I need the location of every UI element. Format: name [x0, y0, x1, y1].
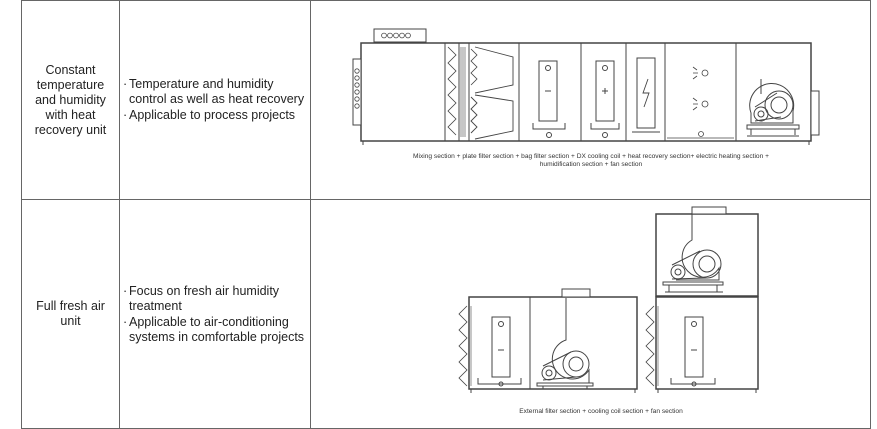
- fan-icon: [746, 79, 800, 137]
- cooling-coil-icon: [532, 60, 566, 138]
- product-table: Constant temperature and humidity with h…: [21, 0, 871, 429]
- feature-item: ·Temperature and humidity control as wel…: [123, 77, 305, 106]
- fresh-air-unit-diagram: [458, 206, 759, 393]
- diagram-cell: Mixing section + plate filter section + …: [310, 0, 871, 200]
- unit-name-cell: Constant temperature and humidity with h…: [21, 0, 120, 200]
- feature-item: ·Applicable to air-conditioning systems …: [123, 314, 305, 344]
- inlet-damper-icon: [381, 32, 411, 39]
- heat-coil-icon: [590, 60, 620, 138]
- cooling-coil-icon: [477, 316, 522, 387]
- cooling-coil-icon: [670, 316, 716, 387]
- unit-name: Full fresh air unit: [36, 299, 105, 328]
- fan-icon: [536, 298, 594, 389]
- table-row: Full fresh air unit ·Focus on fresh air …: [21, 199, 871, 429]
- humidifier-icon: [667, 66, 734, 139]
- table-row: Constant temperature and humidity with h…: [21, 0, 871, 200]
- features-cell: ·Focus on fresh air humidity treatment ·…: [119, 199, 311, 429]
- diagram-caption: External filter section + cooling coil s…: [519, 408, 683, 415]
- heat-recovery-unit-diagram: [352, 28, 820, 145]
- feature-item: ·Applicable to process projects: [123, 108, 296, 122]
- electric-heater-icon: [632, 57, 660, 133]
- bag-filter-icon: [470, 46, 514, 140]
- unit-name: Constant temperature and humidity with h…: [34, 62, 107, 137]
- fan-icon: [662, 214, 724, 293]
- diagram-cell: External filter section + cooling coil s…: [310, 199, 871, 429]
- external-filter-icon: [458, 305, 468, 387]
- diagram-caption: Mixing section + plate filter section + …: [413, 153, 769, 168]
- feature-item: ·Focus on fresh air humidity treatment: [123, 283, 280, 313]
- features-cell: ·Temperature and humidity control as wel…: [119, 0, 311, 200]
- unit-name-cell: Full fresh air unit: [21, 199, 120, 429]
- side-damper-icon: [354, 68, 360, 109]
- plate-filter-icon: [447, 46, 457, 136]
